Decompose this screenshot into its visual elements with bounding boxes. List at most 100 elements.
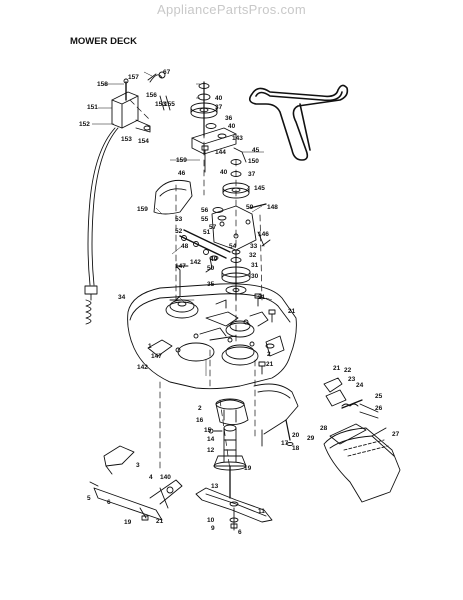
callout-144: 144	[215, 149, 226, 156]
callout-154: 154	[138, 138, 149, 145]
callout-146: 146	[258, 231, 269, 238]
callout-40a: 40	[215, 95, 223, 102]
callout-5: 5	[87, 495, 91, 502]
spindle-pulley-center	[221, 249, 251, 301]
leader-lines	[92, 71, 273, 376]
callout-32: 32	[249, 252, 257, 259]
callout-13: 13	[211, 483, 219, 490]
callout-23: 23	[348, 376, 356, 383]
callout-143: 143	[232, 135, 243, 142]
callout-159: 159	[176, 157, 187, 164]
callout-9: 9	[211, 525, 215, 532]
callout-147: 147	[175, 263, 186, 270]
callout-152: 152	[79, 121, 90, 128]
callout-157: 157	[128, 74, 139, 81]
callout-30: 30	[251, 273, 259, 280]
callout-4: 4	[149, 474, 153, 481]
callout-52: 52	[175, 228, 183, 235]
callout-148: 148	[267, 204, 278, 211]
callout-2a: 2	[267, 351, 271, 358]
callout-53: 53	[175, 216, 183, 223]
callout-25: 25	[375, 393, 383, 400]
belt-guard	[153, 179, 193, 215]
callout-22: 22	[344, 367, 352, 374]
callout-19b: 19	[124, 519, 132, 526]
callout-57: 57	[209, 224, 217, 231]
deck-support-bar	[253, 383, 299, 447]
callout-17: 17	[281, 440, 289, 447]
drive-belt	[248, 84, 349, 161]
callout-158: 158	[97, 81, 108, 88]
callout-49: 49	[210, 256, 218, 263]
callout-142b: 142	[137, 364, 148, 371]
callout-140: 140	[160, 474, 171, 481]
callout-40b: 40	[228, 123, 236, 130]
callout-27: 27	[392, 431, 400, 438]
callout-15: 15	[204, 427, 212, 434]
lift-cable	[84, 127, 119, 325]
mower-deck-housing	[127, 283, 297, 390]
callout-40c: 40	[220, 169, 228, 176]
callout-59: 59	[246, 204, 254, 211]
spindle-assembly	[208, 398, 249, 499]
callout-55: 55	[201, 216, 209, 223]
callout-50: 50	[207, 265, 215, 272]
callout-37a: 37	[215, 104, 223, 111]
watermark: AppliancePartsPros.com	[157, 2, 306, 17]
callout-2b: 2	[198, 405, 202, 412]
callout-3: 3	[136, 462, 140, 469]
callout-20: 20	[292, 432, 300, 439]
idler-pulley-upper	[190, 81, 218, 137]
callout-44: 159	[137, 206, 148, 213]
idler-pulley-lower	[222, 159, 250, 199]
callout-14: 14	[207, 436, 215, 443]
callout-46: 46	[178, 170, 186, 177]
callout-142: 142	[190, 259, 201, 266]
cutting-blade	[195, 487, 273, 531]
callout-8: 6	[238, 529, 242, 536]
callout-21c: 21	[266, 361, 274, 368]
callout-51: 51	[203, 229, 211, 236]
deck-hanger-left	[169, 265, 189, 301]
callout-26: 26	[375, 405, 383, 412]
callout-10: 10	[207, 517, 215, 524]
callout-56: 56	[201, 207, 209, 214]
callout-35: 35	[207, 281, 215, 288]
callout-145: 145	[254, 185, 265, 192]
callout-21d: 21	[333, 365, 341, 372]
part-callouts: 67 157 158 156 151 153 155 152 153 154 4…	[79, 69, 400, 536]
callout-21e: 21	[156, 518, 164, 525]
callout-150: 150	[248, 158, 259, 165]
callout-21b: 21	[288, 308, 296, 315]
callout-36: 36	[225, 115, 233, 122]
discharge-chute	[323, 377, 401, 503]
bolt-159	[201, 145, 209, 173]
callout-19a: 19	[244, 465, 252, 472]
callout-153b: 153	[121, 136, 132, 143]
callout-151: 151	[87, 104, 98, 111]
callout-37b: 37	[248, 171, 256, 178]
front-hanger-bracket	[89, 445, 183, 521]
diagram-title: MOWER DECK	[70, 36, 138, 47]
callout-18: 18	[292, 445, 300, 452]
idler-arm	[191, 127, 247, 163]
callout-6: 6	[107, 499, 111, 506]
callout-11: 11	[258, 508, 265, 515]
deck-linkage	[179, 229, 231, 273]
callout-16: 16	[196, 417, 204, 424]
callout-21a: 21	[258, 294, 266, 301]
idler-bracket-plate	[211, 203, 271, 251]
callout-24: 24	[356, 382, 364, 389]
callout-156: 156	[146, 92, 157, 99]
deck-bolts	[254, 293, 276, 375]
callout-48: 48	[181, 243, 189, 250]
callout-1: 1	[148, 343, 152, 350]
callout-33: 33	[250, 243, 258, 250]
callout-54: 54	[229, 243, 237, 250]
callout-12: 12	[207, 447, 215, 454]
callout-29: 29	[307, 435, 315, 442]
callout-153: 153	[155, 101, 166, 108]
callout-31: 31	[251, 262, 259, 269]
callout-67: 67	[163, 69, 171, 76]
